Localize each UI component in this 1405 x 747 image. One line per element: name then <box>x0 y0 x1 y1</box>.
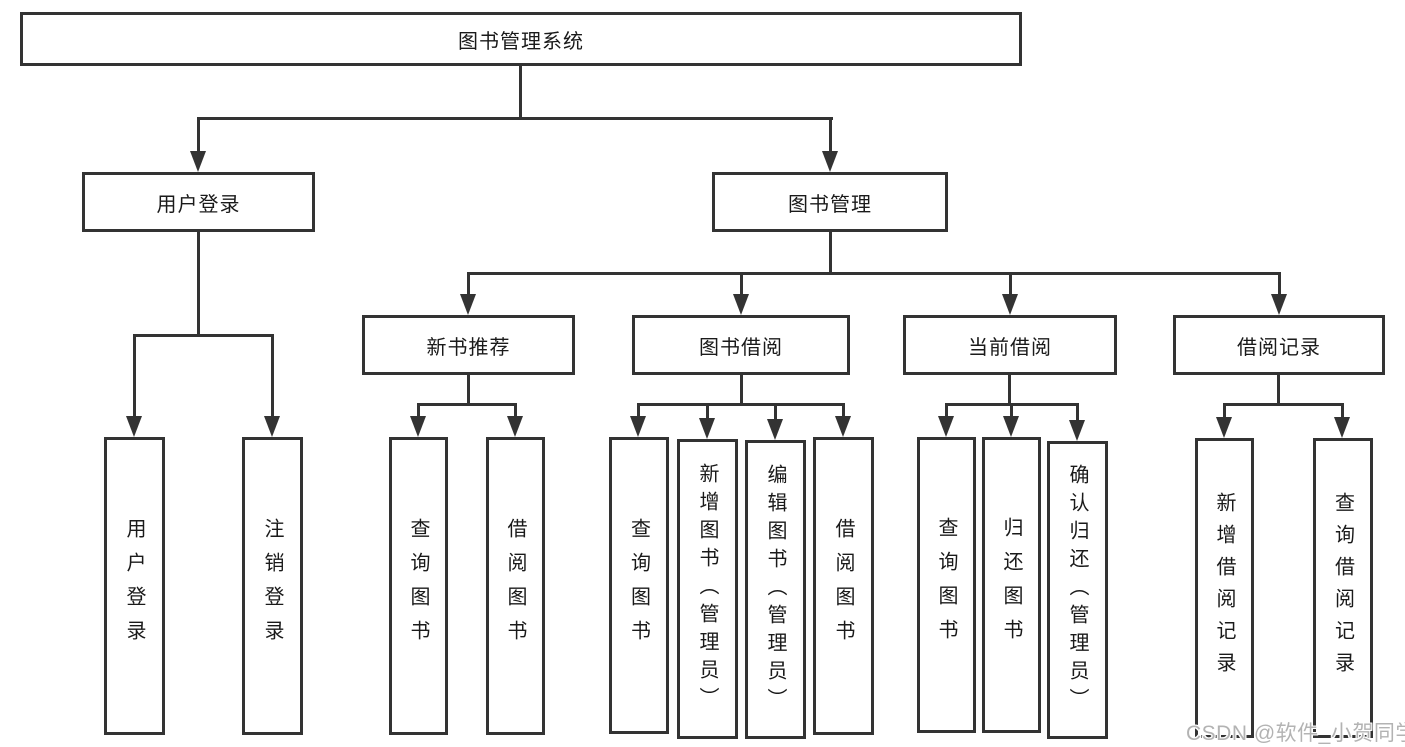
connector-drop-leaf-user-login <box>133 334 136 420</box>
arrowhead-icon <box>733 294 749 315</box>
connector-drop-new-book-recommend <box>467 272 470 298</box>
connector-user-login-stem <box>197 232 200 337</box>
leaf-user-login: 用户登录 <box>104 437 165 735</box>
connector-records-stem <box>1277 375 1280 406</box>
leaf-query-books: 查询图书 <box>609 437 669 734</box>
leaf-borrow-books: 借阅图书 <box>486 437 545 735</box>
connector-drop-borrowing-records <box>1278 272 1281 298</box>
arrowhead-icon <box>126 416 142 437</box>
arrowhead-icon <box>507 416 523 437</box>
connector-drop-book-management <box>829 117 832 155</box>
arrowhead-icon <box>1271 294 1287 315</box>
arrowhead-icon <box>1003 416 1019 437</box>
node-current-borrowing: 当前借阅 <box>903 315 1117 375</box>
connector-root-stem <box>519 66 522 120</box>
node-book-borrowing: 图书借阅 <box>632 315 850 375</box>
connector-borrowing-stem <box>740 375 743 406</box>
connector-book-mgmt-stem <box>829 232 832 275</box>
leaf-add-borrow-record: 新增借阅记录 <box>1195 438 1254 738</box>
arrowhead-icon <box>190 151 206 172</box>
leaf-return-book: 归还图书 <box>982 437 1041 733</box>
leaf-query-borrow-record: 查询借阅记录 <box>1313 438 1373 738</box>
arrowhead-icon <box>1216 417 1232 438</box>
connector-drop <box>417 403 420 420</box>
connector-drop <box>842 403 845 420</box>
connector-drop <box>1341 403 1344 421</box>
arrowhead-icon <box>460 294 476 315</box>
connector-records-bus <box>1223 403 1344 406</box>
connector-current-stem <box>1008 375 1011 406</box>
connector-drop <box>1076 403 1079 424</box>
arrowhead-icon <box>264 416 280 437</box>
arrowhead-icon <box>699 418 715 439</box>
node-book-management: 图书管理 <box>712 172 948 232</box>
connector-drop <box>945 403 948 420</box>
arrowhead-icon <box>1334 417 1350 438</box>
leaf-query-books: 查询图书 <box>917 437 976 733</box>
arrowhead-icon <box>938 416 954 437</box>
leaf-confirm-return-admin: 确认归还（管理员） <box>1047 441 1108 739</box>
leaf-logout: 注销登录 <box>242 437 303 735</box>
connector-recommend-bus <box>417 403 517 406</box>
connector-user-login-bus <box>133 334 274 337</box>
arrowhead-icon <box>410 416 426 437</box>
node-borrowing-records: 借阅记录 <box>1173 315 1385 375</box>
connector-drop <box>1010 403 1013 420</box>
arrowhead-icon <box>630 416 646 437</box>
leaf-edit-book-admin: 编辑图书（管理员） <box>745 440 806 739</box>
connector-drop <box>637 403 640 420</box>
connector-borrowing-bus <box>637 403 845 406</box>
connector-drop <box>514 403 517 420</box>
connector-drop-current-borrowing <box>1009 272 1012 298</box>
connector-root-bus <box>197 117 833 120</box>
connector-drop-user-login <box>197 117 200 155</box>
connector-drop <box>706 403 709 422</box>
arrowhead-icon <box>822 151 838 172</box>
arrowhead-icon <box>835 416 851 437</box>
leaf-query-books: 查询图书 <box>389 437 448 735</box>
leaf-borrow-books: 借阅图书 <box>813 437 874 735</box>
connector-drop-leaf-logout <box>271 334 274 420</box>
node-new-book-recommend: 新书推荐 <box>362 315 575 375</box>
arrowhead-icon <box>1002 294 1018 315</box>
connector-drop <box>1223 403 1226 421</box>
csdn-watermark: CSDN @软件_小贺同学 <box>1186 722 1405 745</box>
arrowhead-icon <box>767 419 783 440</box>
connector-drop <box>774 403 777 423</box>
node-library-management-system: 图书管理系统 <box>20 12 1022 66</box>
arrowhead-icon <box>1069 420 1085 441</box>
connector-book-mgmt-bus <box>467 272 1281 275</box>
connector-drop-book-borrowing <box>740 272 743 298</box>
leaf-add-book-admin: 新增图书（管理员） <box>677 439 738 739</box>
node-user-login: 用户登录 <box>82 172 315 232</box>
connector-recommend-stem <box>467 375 470 406</box>
